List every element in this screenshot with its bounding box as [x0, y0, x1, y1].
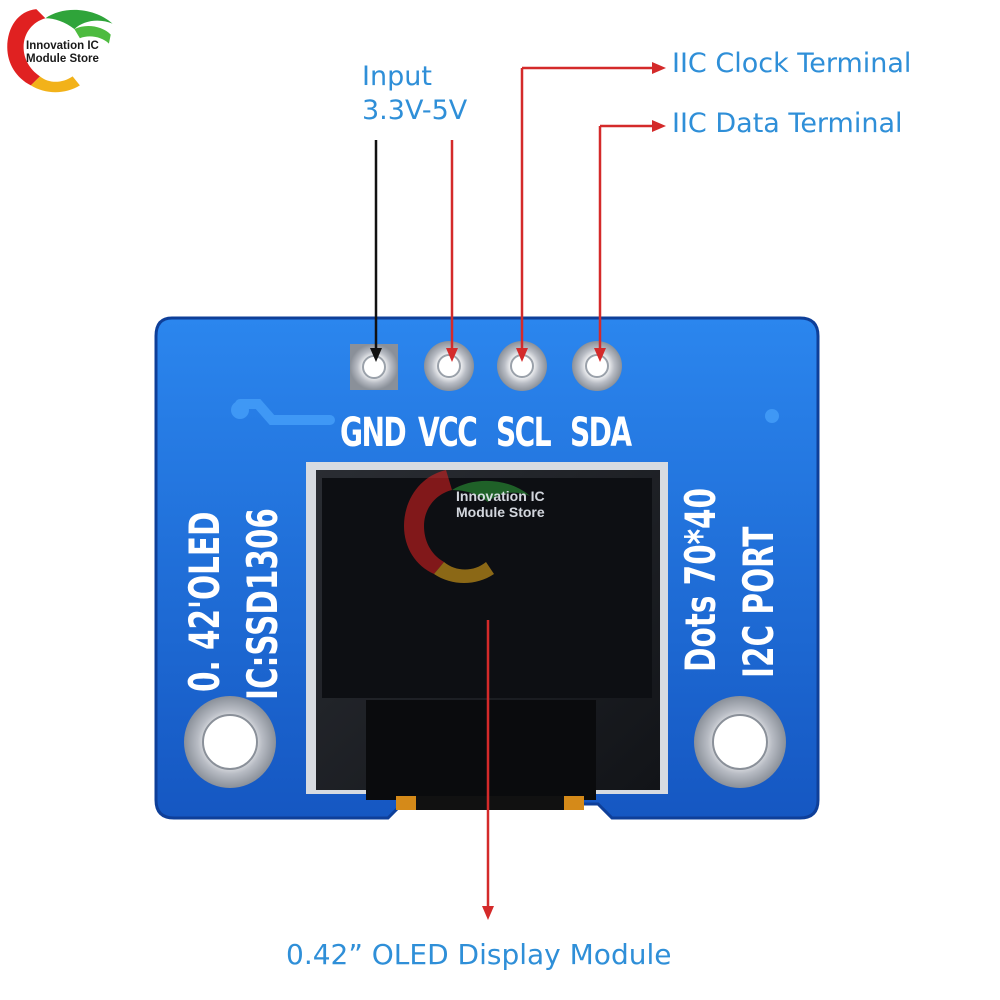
- watermark-logo-icon: [404, 470, 530, 583]
- board-text-ic: IC:SSD1306: [238, 508, 287, 700]
- pin-vcc-pad: [424, 341, 474, 391]
- iic-data-label: IIC Data Terminal: [672, 108, 903, 139]
- mounting-hole-left: [184, 696, 276, 788]
- logo-line-2: Module Store: [26, 53, 99, 65]
- input-label-line-1: Input: [362, 61, 432, 92]
- watermark-line-2: Module Store: [456, 504, 545, 520]
- pin-scl-pad: [497, 341, 547, 391]
- pin-label-sda: SDA: [570, 410, 632, 456]
- pin-label-scl: SCL: [496, 410, 552, 456]
- pin-sda-pad: [572, 341, 622, 391]
- board-text-dots: Dots 70*40: [676, 487, 725, 672]
- board-text-port: I2C PORT: [734, 526, 783, 678]
- input-arrow: [370, 140, 458, 362]
- store-logo-text: Innovation IC Module Store: [26, 40, 130, 66]
- data-arrow: [594, 120, 666, 362]
- input-voltage-label: Input 3.3V-5V: [362, 60, 467, 128]
- logo-line-1: Innovation IC: [26, 40, 99, 52]
- pin-label-gnd: GND: [340, 410, 407, 456]
- clock-arrow: [516, 62, 666, 362]
- board-text-size: 0. 42'OLED: [180, 511, 229, 692]
- pin-label-vcc: VCC: [418, 410, 478, 456]
- iic-clock-label: IIC Clock Terminal: [672, 48, 912, 79]
- store-logo-icon: [7, 9, 113, 93]
- mounting-hole-right: [694, 696, 786, 788]
- module-arrow: [482, 620, 494, 920]
- watermark-line-1: Innovation IC: [456, 488, 545, 504]
- watermark-text: Innovation IC Module Store: [456, 488, 545, 520]
- module-title-label: 0.42” OLED Display Module: [286, 938, 672, 971]
- input-label-line-2: 3.3V-5V: [362, 95, 468, 126]
